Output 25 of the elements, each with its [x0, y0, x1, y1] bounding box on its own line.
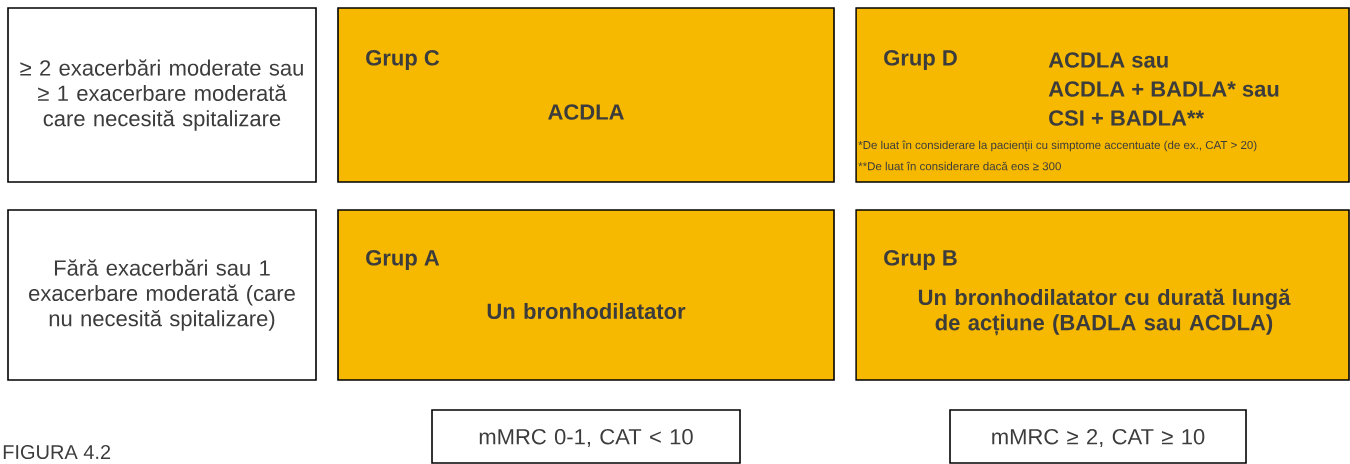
group-heading: Grup B	[884, 250, 957, 270]
treatment-text: Un bronhodilatator cu durată lungă de acțiune (BADLA sau ACDLA)	[918, 288, 1291, 336]
group-heading: Grup D	[884, 50, 957, 70]
row-header-text: Fără exacerbări sau 1 exacerbare moderată (care nu necesită spitalizare)	[29, 259, 295, 331]
column-header-box	[949, 409, 1247, 464]
treatment-text: Un bronhodilatator	[487, 302, 686, 320]
group-box	[337, 209, 835, 381]
footnote-text: **De luat în considerare dacă eos ≥ 300	[858, 161, 1061, 171]
row-header-box	[7, 209, 317, 381]
group-heading: Grup A	[366, 250, 440, 270]
row-header-box	[7, 7, 317, 183]
treatment-text: ACDLA + BADLA* sau	[1048, 81, 1279, 97]
footnote-text: *De luat în considerare la pacienții cu simptome accentuate (de ex., CAT > 20)	[858, 140, 1257, 152]
group-box	[337, 7, 835, 183]
treatment-text: ACDLA sau	[1048, 52, 1168, 68]
group-heading: Grup C	[366, 50, 440, 70]
treatment-text: ACDLA	[548, 104, 624, 120]
column-header-text: mMRC ≥ 2, CAT ≥ 10	[992, 428, 1205, 448]
row-header-text: ≥ 2 exacerbări moderate sau ≥ 1 exacerbare moderată care necesită spitalizare	[20, 59, 303, 131]
group-box	[855, 7, 1350, 183]
figure-label: FIGURA 4.2	[3, 444, 111, 460]
group-box	[855, 209, 1350, 381]
column-header-box	[431, 409, 741, 464]
treatment-text: CSI + BADLA**	[1049, 110, 1204, 126]
column-header-text: mMRC 0-1, CAT < 10	[479, 428, 693, 448]
